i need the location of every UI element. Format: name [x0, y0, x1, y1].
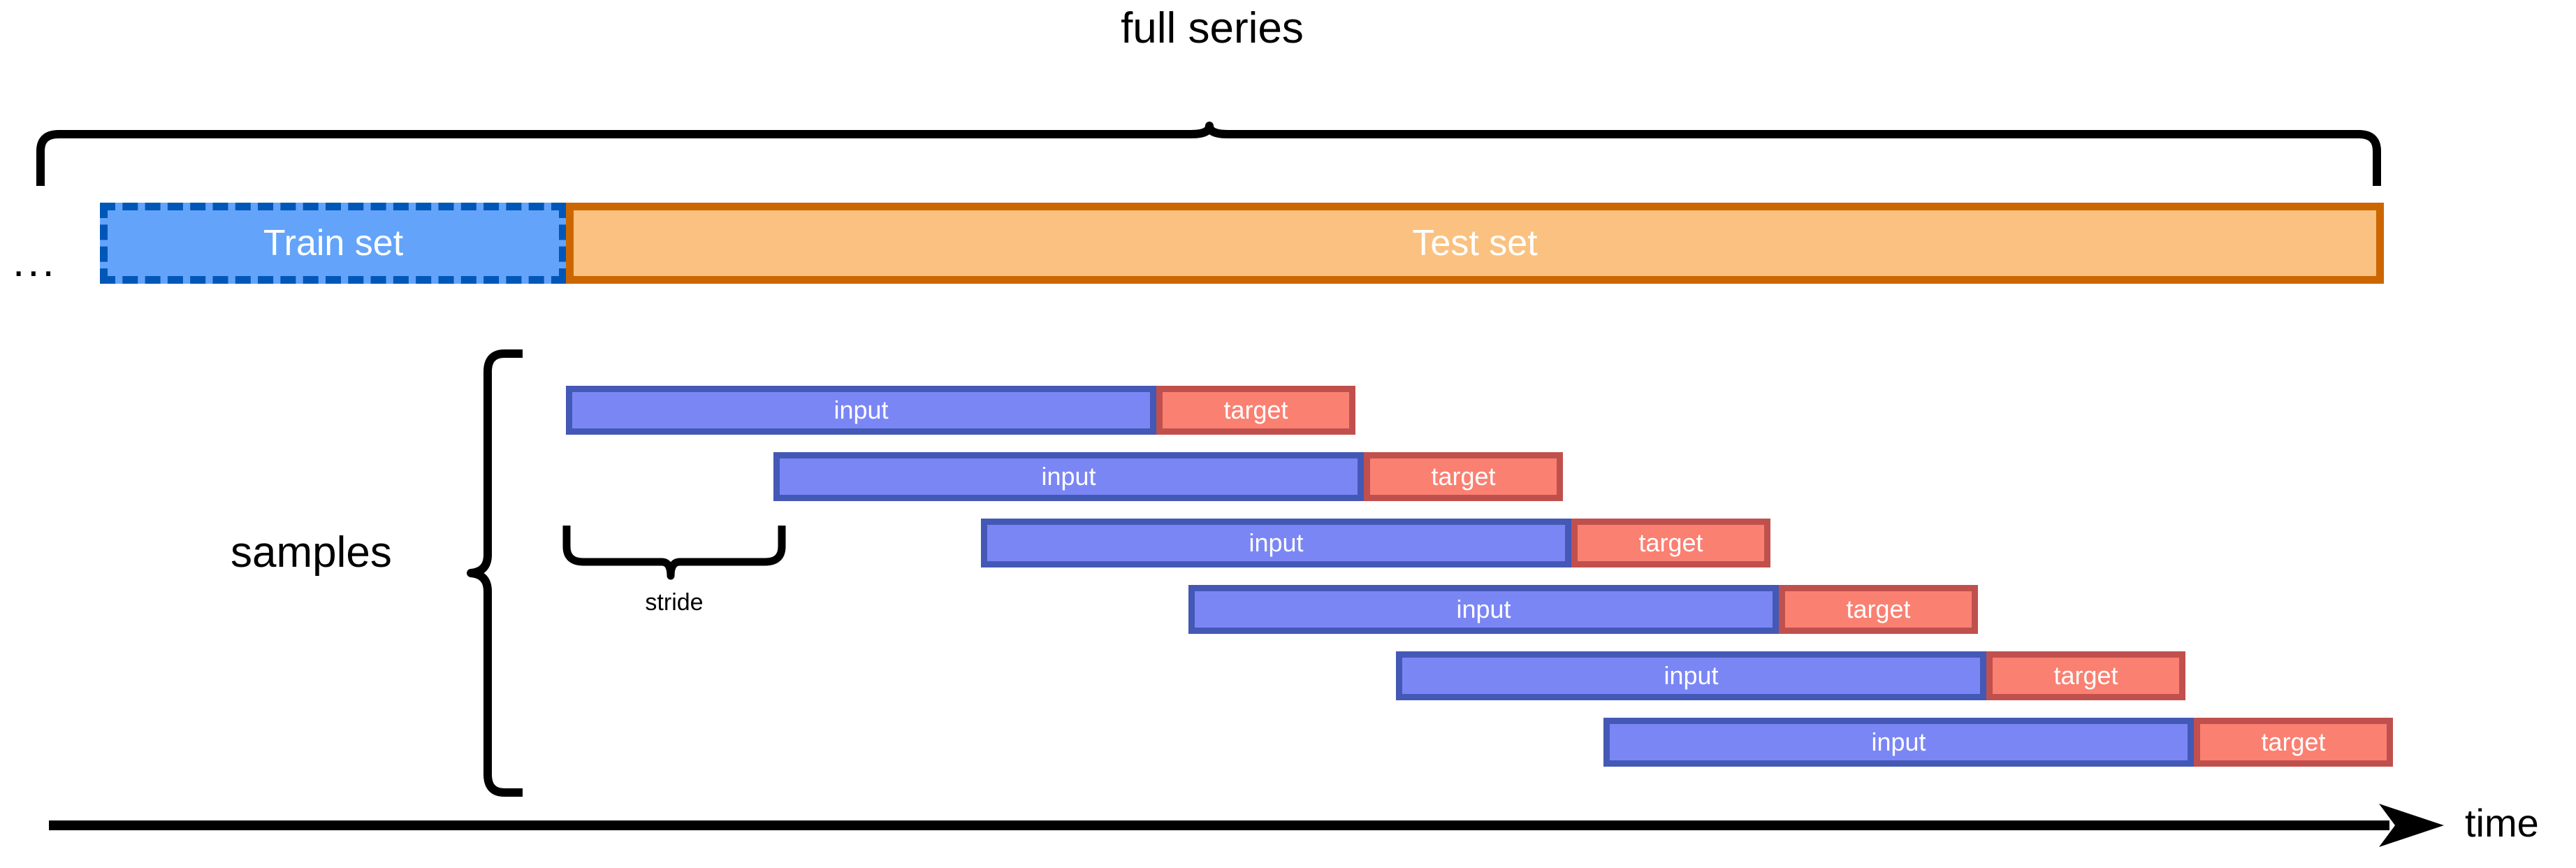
samples-label: samples: [231, 528, 392, 577]
time-axis-arrow-icon: [49, 804, 2444, 847]
sample-target-segment[interactable]: target: [1779, 585, 1978, 634]
sample-target-label: target: [1846, 595, 1911, 623]
sample-target-segment[interactable]: target: [1571, 519, 1770, 567]
stride-brace: [562, 523, 786, 580]
time-axis-arrow: [42, 802, 2452, 851]
train-set-box[interactable]: Train set: [100, 203, 567, 284]
sample-input-label: input: [834, 396, 889, 424]
stride-label: stride: [645, 589, 704, 616]
sample-input-segment[interactable]: input: [981, 519, 1571, 567]
series-continuation-ellipsis: ...: [13, 238, 57, 286]
sample-input-segment[interactable]: input: [1396, 651, 1986, 700]
full-series-brace: [35, 122, 2382, 189]
full-series-brace-shape: [36, 122, 2381, 186]
sample-row[interactable]: input target: [1603, 718, 2393, 767]
sample-input-label: input: [1456, 595, 1511, 623]
sample-input-label: input: [1871, 728, 1926, 756]
sample-input-label: input: [1249, 528, 1304, 557]
sample-target-label: target: [1223, 396, 1288, 424]
sample-target-segment[interactable]: target: [1156, 386, 1355, 435]
sample-row[interactable]: input target: [1188, 585, 1978, 634]
samples-brace: [467, 349, 530, 797]
sample-target-label: target: [1431, 462, 1496, 491]
sample-input-label: input: [1664, 661, 1719, 690]
sample-target-label: target: [1638, 528, 1703, 557]
sample-input-segment[interactable]: input: [566, 386, 1156, 435]
sample-input-segment[interactable]: input: [1188, 585, 1779, 634]
sample-target-label: target: [2053, 661, 2118, 690]
sample-target-segment[interactable]: target: [2194, 718, 2393, 767]
train-set-label: Train set: [263, 223, 404, 263]
sample-row[interactable]: input target: [566, 386, 1355, 435]
sample-target-label: target: [2261, 728, 2326, 756]
test-set-label: Test set: [1412, 223, 1538, 263]
sample-target-segment[interactable]: target: [1986, 651, 2185, 700]
test-set-box[interactable]: Test set: [566, 203, 2384, 284]
sample-input-label: input: [1041, 462, 1096, 491]
full-series-title: full series: [1121, 4, 1304, 52]
sample-input-segment[interactable]: input: [1603, 718, 2194, 767]
sample-row[interactable]: input target: [1396, 651, 2185, 700]
time-axis-label: time: [2465, 801, 2539, 845]
sample-row[interactable]: input target: [773, 452, 1563, 501]
sample-input-segment[interactable]: input: [773, 452, 1364, 501]
stride-brace-shape: [562, 526, 786, 580]
sample-row[interactable]: input target: [981, 519, 1770, 567]
samples-brace-shape: [467, 349, 523, 797]
sample-target-segment[interactable]: target: [1364, 452, 1563, 501]
